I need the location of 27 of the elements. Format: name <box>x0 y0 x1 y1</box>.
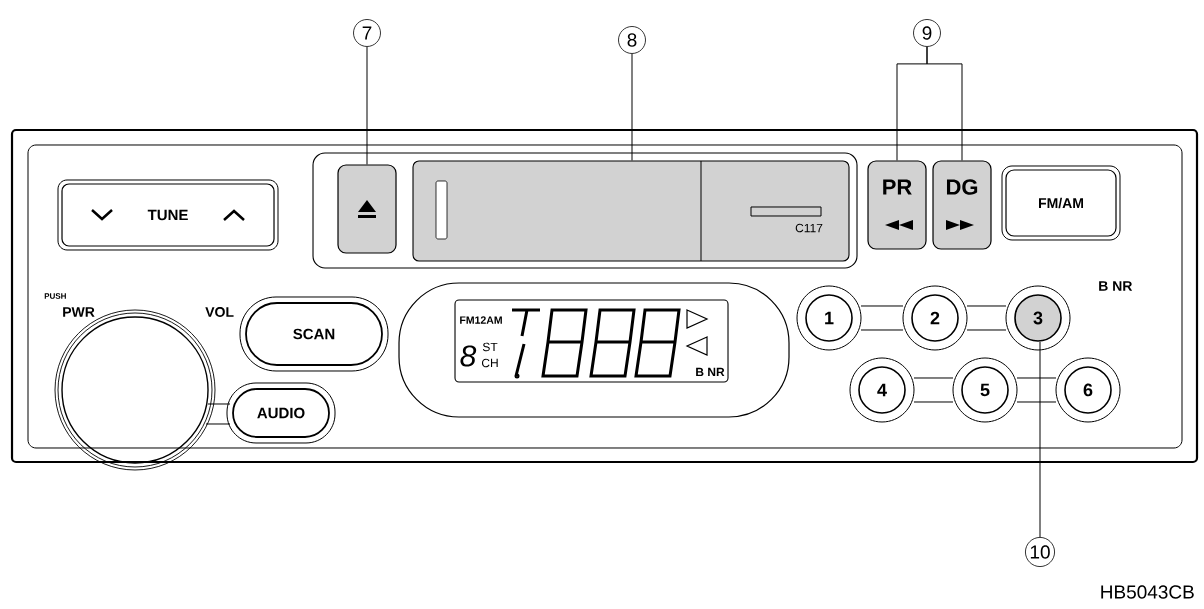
rewind-button: PR <box>867 160 927 250</box>
eject-button <box>337 164 397 254</box>
push-button: AUDIO <box>226 382 336 444</box>
preset-button: 2 <box>902 285 968 351</box>
preset-button: 3 <box>1005 285 1071 351</box>
leader-line <box>1039 341 1041 538</box>
callout-number: 8 <box>618 26 646 54</box>
callout-number: 10 <box>1025 537 1055 567</box>
preset-button: 6 <box>1055 357 1121 423</box>
preset-button: 4 <box>849 357 915 423</box>
tune-button: TUNE <box>57 179 279 251</box>
push-button: SCAN <box>239 296 389 372</box>
band-button: FM/AM <box>1001 165 1121 241</box>
panel-label: PWR <box>63 307 95 317</box>
fast-forward-button: DG <box>932 160 992 250</box>
leader-line <box>631 53 633 161</box>
preset-button: 1 <box>796 285 862 351</box>
callout-number: 9 <box>913 19 941 47</box>
panel-label: PUSH <box>44 293 66 299</box>
panel-label: VOL <box>205 307 234 317</box>
cassette-door: C117 <box>412 160 850 262</box>
preset-button: 5 <box>952 357 1018 423</box>
callout-number: 7 <box>353 19 381 47</box>
leader-line <box>926 46 963 161</box>
figure-code: HB5043CB <box>1101 585 1194 599</box>
leader-line <box>366 46 368 165</box>
panel-label: B NR <box>1099 281 1133 291</box>
